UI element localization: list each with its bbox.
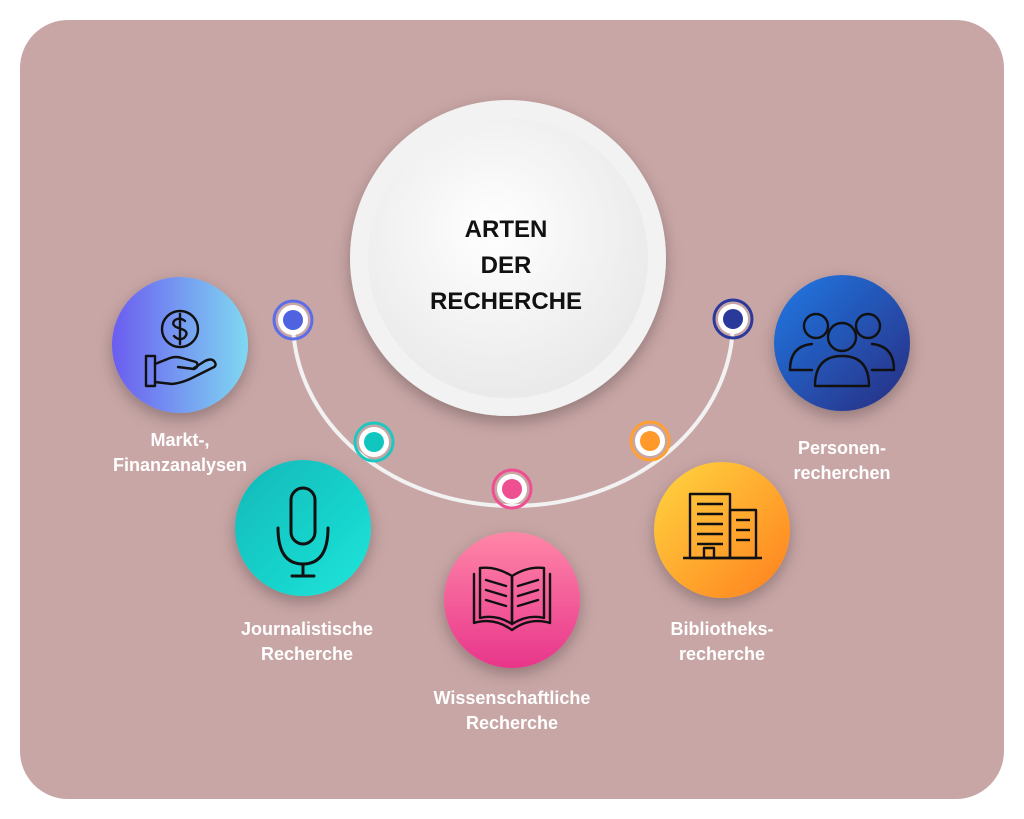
node-personen bbox=[712, 298, 754, 340]
label-bibliothek-line-1: Bibliotheks- bbox=[670, 619, 774, 639]
label-wissenschaftlich: Wissenschaftliche Recherche bbox=[412, 686, 612, 736]
bibliothek-circle bbox=[654, 462, 790, 598]
label-bibliothek-line-2: recherche bbox=[678, 644, 766, 664]
title-line-3: RECHERCHE bbox=[429, 288, 582, 315]
label-personen-line-1: Personen- bbox=[797, 438, 887, 458]
node-markt bbox=[272, 299, 314, 341]
label-journalistisch-line-2: Recherche bbox=[260, 644, 354, 664]
label-wissenschaftlich-line-1: Wissenschaftliche bbox=[433, 688, 591, 708]
label-bibliothek: Bibliotheks- recherche bbox=[652, 617, 792, 667]
connector-arc bbox=[291, 320, 735, 508]
center-title: ARTEN DER RECHERCHE bbox=[406, 212, 606, 320]
label-wissenschaftlich-line-2: Recherche bbox=[465, 713, 559, 733]
title-line-1: ARTEN bbox=[464, 216, 548, 243]
label-journalistisch-line-1: Journalistische bbox=[240, 619, 374, 639]
people-group-icon bbox=[788, 312, 896, 388]
node-wissenschaftlich bbox=[491, 468, 533, 510]
journalistisch-circle bbox=[235, 460, 371, 596]
label-personen: Personen- recherchen bbox=[770, 436, 914, 486]
label-journalistisch: Journalistische Recherche bbox=[220, 617, 394, 667]
center-circle bbox=[350, 100, 666, 416]
money-hand-icon bbox=[144, 309, 217, 388]
node-journalistisch bbox=[353, 421, 395, 463]
personen-circle bbox=[774, 275, 910, 411]
title-line-2: DER bbox=[480, 252, 532, 279]
label-markt: Markt-, Finanzanalysen bbox=[100, 428, 260, 478]
node-bibliothek bbox=[629, 420, 671, 462]
label-markt-line-2: Finanzanalysen bbox=[112, 455, 248, 475]
label-markt-line-1: Markt-, bbox=[150, 430, 210, 450]
microphone-icon bbox=[276, 486, 330, 578]
label-personen-line-2: recherchen bbox=[793, 463, 891, 483]
open-book-icon bbox=[472, 566, 552, 632]
buildings-icon bbox=[683, 492, 762, 560]
